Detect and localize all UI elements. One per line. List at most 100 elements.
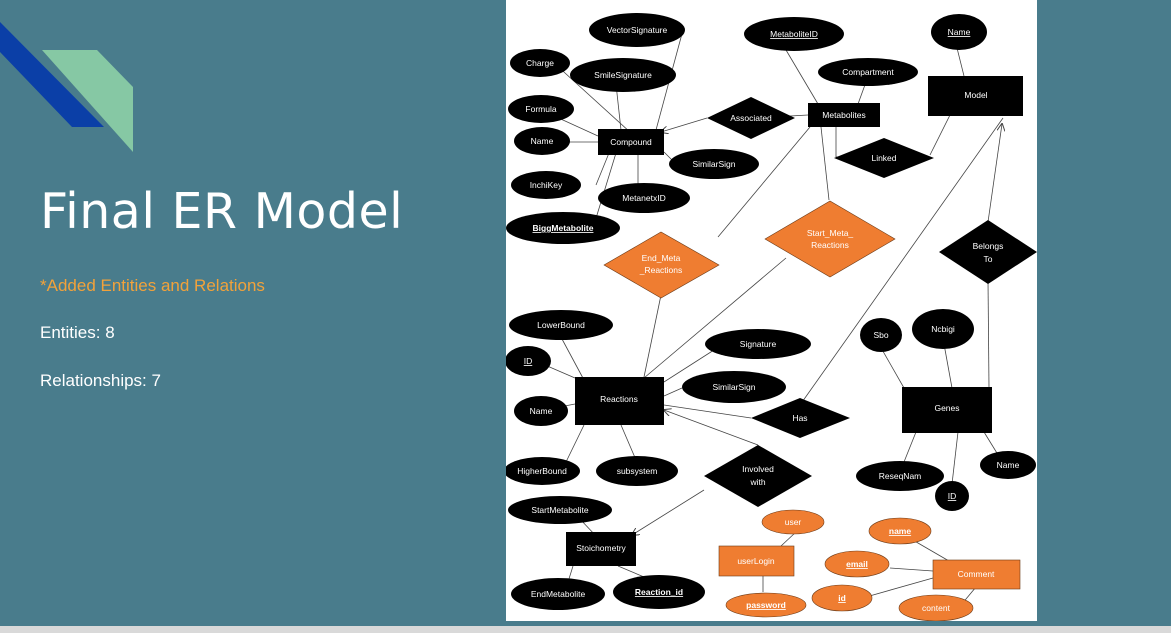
svg-text:StartMetabolite: StartMetabolite — [531, 505, 588, 515]
attribute-model-name: Name — [931, 14, 987, 50]
attribute-reaction-id: ID — [505, 346, 551, 376]
attribute-email: email — [824, 550, 890, 578]
attribute-smilesignature: SmileSignature — [570, 58, 676, 92]
er-diagram: Compound Metabolites Model Reactions Gen… — [504, 0, 1037, 622]
attribute-sbo: Sbo — [860, 318, 902, 352]
svg-text:Has: Has — [792, 413, 807, 423]
attribute-reaction-similarsign: SimilarSign — [682, 371, 786, 403]
svg-text:email: email — [846, 559, 868, 569]
svg-text:HigherBound: HigherBound — [517, 466, 567, 476]
svg-text:Name: Name — [948, 27, 971, 37]
svg-text:MetanetxID: MetanetxID — [622, 193, 665, 203]
svg-text:Reactions: Reactions — [600, 394, 638, 404]
svg-text:LowerBound: LowerBound — [537, 320, 585, 330]
svg-text:VectorSignature: VectorSignature — [607, 25, 668, 35]
svg-text:Name: Name — [530, 406, 553, 416]
svg-text:content: content — [922, 603, 951, 613]
entities-count: Entities: 8 — [40, 323, 115, 342]
slide-subtitle: *Added Entities and Relations — [40, 276, 265, 295]
svg-text:Charge: Charge — [526, 58, 554, 68]
svg-text:Compound: Compound — [610, 137, 652, 147]
svg-text:ID: ID — [948, 491, 957, 501]
attribute-endmetabolite: EndMetabolite — [511, 578, 605, 610]
svg-text:Linked: Linked — [871, 153, 896, 163]
svg-text:Stoichometry: Stoichometry — [576, 543, 626, 553]
attribute-metaboliteid: MetaboliteID — [744, 17, 844, 51]
svg-text:Comment: Comment — [958, 569, 995, 579]
svg-text:SmileSignature: SmileSignature — [594, 70, 652, 80]
relationship-involved-with: Involved with — [704, 445, 812, 507]
attribute-compartment: Compartment — [818, 58, 918, 86]
entity-model: Model — [928, 76, 1023, 116]
blue-chevron-shape — [0, 22, 104, 127]
svg-text:Start_Meta_: Start_Meta_ — [807, 228, 854, 238]
relationship-linked: Linked — [834, 138, 934, 178]
attribute-gene-name: Name — [980, 451, 1036, 479]
svg-text:Ncbigi: Ncbigi — [931, 324, 955, 334]
svg-text:MetaboliteID: MetaboliteID — [770, 29, 818, 39]
entity-stoichometry: Stoichometry — [566, 532, 636, 566]
svg-text:Reaction_id: Reaction_id — [635, 587, 683, 597]
entity-metabolites: Metabolites — [808, 103, 880, 127]
relationship-has: Has — [751, 398, 850, 438]
entity-compound: Compound — [598, 129, 664, 155]
attribute-lowerbound: LowerBound — [509, 310, 613, 340]
entity-reactions: Reactions — [575, 377, 664, 425]
svg-text:ID: ID — [524, 356, 533, 366]
attribute-compound-name: Name — [514, 127, 570, 155]
svg-text:subsystem: subsystem — [617, 466, 658, 476]
attribute-inchikey: InchiKey — [511, 171, 581, 199]
attribute-compound-similarsign: SimilarSign — [669, 149, 759, 179]
entity-userlogin: userLogin — [718, 545, 795, 577]
attribute-signature: Signature — [705, 329, 811, 359]
svg-text:Name: Name — [997, 460, 1020, 470]
svg-text:BiggMetabolite: BiggMetabolite — [533, 223, 594, 233]
svg-text:Reactions: Reactions — [811, 240, 849, 250]
attribute-biggmetabolite: BiggMetabolite — [506, 212, 620, 244]
attribute-ncbigi: Ncbigi — [912, 309, 974, 349]
svg-text:To: To — [984, 254, 993, 264]
attribute-reaction-name: Name — [514, 396, 568, 426]
svg-text:Formula: Formula — [525, 104, 556, 114]
attribute-password: password — [725, 592, 807, 618]
svg-text:Signature: Signature — [740, 339, 777, 349]
svg-text:Genes: Genes — [934, 403, 959, 413]
svg-text:password: password — [746, 600, 786, 610]
entity-genes: Genes — [902, 387, 992, 433]
decorative-chevron-shapes — [0, 22, 133, 152]
svg-text:Associated: Associated — [730, 113, 772, 123]
attribute-comment-name: name — [868, 517, 932, 545]
svg-text:EndMetabolite: EndMetabolite — [531, 589, 586, 599]
relationship-start-meta-reactions: Start_Meta_ Reactions — [764, 200, 896, 278]
svg-text:SimilarSign: SimilarSign — [713, 382, 756, 392]
arrow-connectors — [632, 117, 1002, 535]
attribute-subsystem: subsystem — [596, 456, 678, 486]
bottom-strip — [0, 626, 1171, 633]
svg-text:_Reactions: _Reactions — [639, 265, 683, 275]
svg-text:SimilarSign: SimilarSign — [693, 159, 736, 169]
svg-text:InchiKey: InchiKey — [530, 180, 563, 190]
attribute-metanetxid: MetanetxID — [598, 183, 690, 213]
svg-text:Compartment: Compartment — [842, 67, 894, 77]
svg-text:Belongs: Belongs — [973, 241, 1004, 251]
attribute-stoich-reaction-id: Reaction_id — [613, 575, 705, 609]
svg-text:Involved: Involved — [742, 464, 774, 474]
attribute-gene-id: ID — [935, 481, 969, 511]
slide-title: Final ER Model — [40, 183, 404, 240]
relationships-count: Relationships: 7 — [40, 371, 161, 390]
attribute-startmetabolite: StartMetabolite — [508, 496, 612, 524]
svg-text:Metabolites: Metabolites — [822, 110, 865, 120]
svg-text:userLogin: userLogin — [737, 556, 775, 566]
attribute-higherbound: HigherBound — [504, 457, 580, 485]
attribute-user: user — [761, 509, 825, 535]
attribute-content: content — [898, 594, 974, 622]
svg-text:End_Meta: End_Meta — [642, 253, 681, 263]
svg-text:with: with — [749, 477, 765, 487]
attribute-charge: Charge — [510, 49, 570, 77]
attribute-formula: Formula — [508, 95, 574, 123]
svg-text:Model: Model — [964, 90, 987, 100]
relationship-associated: Associated — [707, 97, 795, 139]
green-chevron-shape — [42, 50, 133, 152]
relationship-end-meta-reactions: End_Meta _Reactions — [603, 231, 720, 299]
svg-text:user: user — [785, 517, 802, 527]
